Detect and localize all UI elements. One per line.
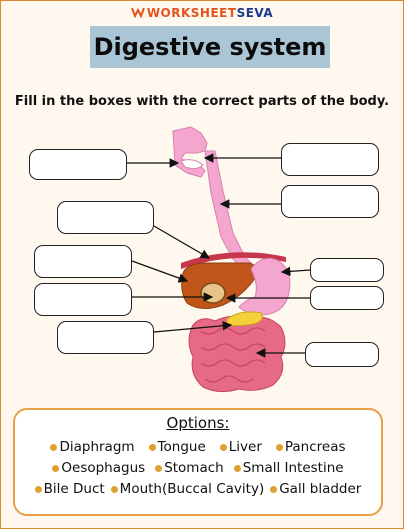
- bullet-icon: [110, 485, 118, 493]
- answer-box-left-1[interactable]: [29, 149, 127, 180]
- arrow-left-3: [131, 260, 189, 283]
- brand-name-part1: WORKSHEET: [146, 6, 237, 20]
- instruction-text: Fill in the boxes with the correct parts…: [14, 94, 390, 109]
- answer-box-right-3[interactable]: [310, 258, 384, 282]
- bullet-icon: [219, 443, 227, 451]
- options-panel: Options: Diaphragm Tongue Liver Pancreas…: [13, 408, 383, 516]
- option-item: Small Intestine: [233, 460, 344, 476]
- answer-box-right-1[interactable]: [281, 143, 379, 176]
- logo-icon: [130, 7, 145, 18]
- option-item: Liver: [219, 439, 262, 455]
- option-item: Bile Duct: [34, 481, 105, 497]
- options-row-1: Diaphragm Tongue Liver Pancreas: [15, 439, 381, 455]
- page-title: Digestive system: [93, 33, 327, 61]
- option-item: Tongue: [148, 439, 206, 455]
- options-row-2: Oesophagus Stomach Small Intestine: [15, 460, 381, 476]
- tongue-shape: [180, 159, 204, 170]
- title-banner: Digestive system: [90, 26, 330, 68]
- answer-box-right-5[interactable]: [305, 342, 379, 367]
- stomach-shape: [238, 257, 291, 316]
- mouth-shape: [172, 126, 208, 178]
- digestive-diagram: [127, 126, 311, 393]
- option-item: Pancreas: [275, 439, 346, 455]
- bullet-icon: [50, 443, 58, 451]
- pancreas-shape: [226, 311, 263, 327]
- option-item: Mouth(Buccal Cavity): [110, 481, 264, 497]
- answer-box-left-2[interactable]: [57, 201, 154, 234]
- gall-bladder-shape: [200, 282, 226, 304]
- bullet-icon: [270, 485, 278, 493]
- bullet-icon: [52, 464, 60, 472]
- bullet-icon: [155, 464, 163, 472]
- arrow-left-5: [153, 320, 233, 333]
- option-item: Stomach: [155, 460, 224, 476]
- brand-name-part2: SEVA: [236, 6, 274, 20]
- answer-box-left-3[interactable]: [34, 245, 132, 278]
- option-item: Gall bladder: [270, 481, 361, 497]
- option-item: Oesophagus: [52, 460, 145, 476]
- answer-box-left-5[interactable]: [57, 321, 154, 354]
- options-row-3: Bile Duct Mouth(Buccal Cavity) Gall blad…: [15, 481, 381, 497]
- bullet-icon: [148, 443, 156, 451]
- answer-box-left-4[interactable]: [34, 283, 132, 316]
- arrow-right-3: [280, 266, 311, 277]
- arrow-left-2: [153, 225, 211, 259]
- bullet-icon: [34, 485, 42, 493]
- answer-box-right-4[interactable]: [310, 286, 384, 310]
- option-item: Diaphragm: [50, 439, 135, 455]
- intestine-coils: [200, 327, 266, 383]
- options-heading: Options:: [166, 414, 230, 432]
- brand-logo: WORKSHEETSEVA: [1, 6, 403, 20]
- bullet-icon: [233, 464, 241, 472]
- answer-box-right-2[interactable]: [281, 185, 379, 218]
- bullet-icon: [275, 443, 283, 451]
